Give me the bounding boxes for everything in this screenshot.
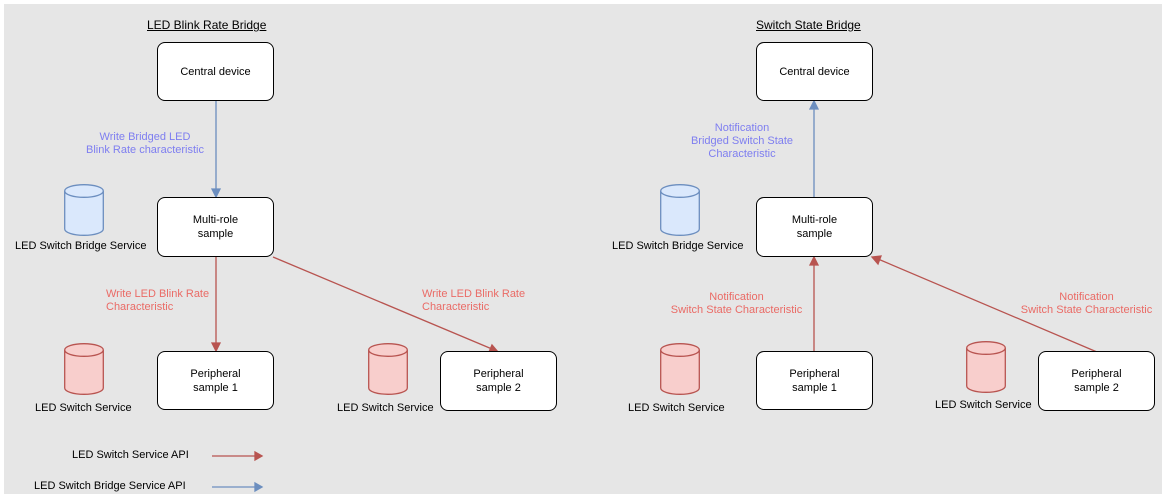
left-switch-service-label-2: LED Switch Service <box>337 402 434 414</box>
edge-label-write-bridged: Write Bridged LED Blink Rate characteris… <box>86 131 204 156</box>
left-peripheral-sample-1: Peripheral sample 1 <box>157 351 274 410</box>
left-switch-service-label-1: LED Switch Service <box>35 402 132 414</box>
right-bridge-service-label: LED Switch Bridge Service <box>612 240 744 252</box>
left-bridge-service-label: LED Switch Bridge Service <box>15 240 147 252</box>
arrow-write-peripheral-1 <box>210 257 222 353</box>
arrow-write-bridged <box>210 101 222 199</box>
right-switch-service-database-icon-1 <box>660 343 700 395</box>
edge-label-write-led-1: Write LED Blink Rate Characteristic <box>106 288 210 313</box>
left-central-device: Central device <box>157 42 274 101</box>
left-multirole-sample: Multi-role sample <box>157 197 274 257</box>
right-switch-service-database-icon-2 <box>966 341 1006 393</box>
left-switch-service-database-icon-2 <box>368 343 408 395</box>
right-peripheral-sample-1: Peripheral sample 1 <box>756 351 873 410</box>
right-switch-service-label-1: LED Switch Service <box>628 402 725 414</box>
left-diagram-title: LED Blink Rate Bridge <box>147 18 267 32</box>
right-multirole-sample: Multi-role sample <box>756 197 873 257</box>
right-central-device: Central device <box>756 42 873 101</box>
legend-arrow-led-api <box>212 450 264 462</box>
right-bridge-service-database-icon <box>660 184 700 236</box>
arrow-notification-peripheral-1 <box>808 255 820 351</box>
legend-led-api-label: LED Switch Service API <box>72 449 189 461</box>
left-peripheral-sample-2: Peripheral sample 2 <box>440 351 557 411</box>
edge-label-notification-2: Notification Switch State Characteristic <box>1020 291 1153 316</box>
left-switch-service-database-icon-1 <box>64 343 104 395</box>
legend-bridge-api-label: LED Switch Bridge Service API <box>34 480 186 492</box>
edge-label-notification-bridged: Notification Bridged Switch State Charac… <box>690 122 794 160</box>
left-bridge-service-database-icon <box>64 184 104 236</box>
edge-label-write-led-2: Write LED Blink Rate Characteristic <box>422 288 526 313</box>
right-peripheral-sample-2: Peripheral sample 2 <box>1038 351 1155 411</box>
edge-label-notification-1: Notification Switch State Characteristic <box>670 291 803 316</box>
legend-arrow-bridge-api <box>212 481 264 493</box>
right-switch-service-label-2: LED Switch Service <box>935 399 1032 411</box>
arrow-notification-bridged <box>808 99 820 197</box>
right-diagram-title: Switch State Bridge <box>756 18 861 32</box>
arrow-notification-peripheral-2 <box>870 255 1098 353</box>
